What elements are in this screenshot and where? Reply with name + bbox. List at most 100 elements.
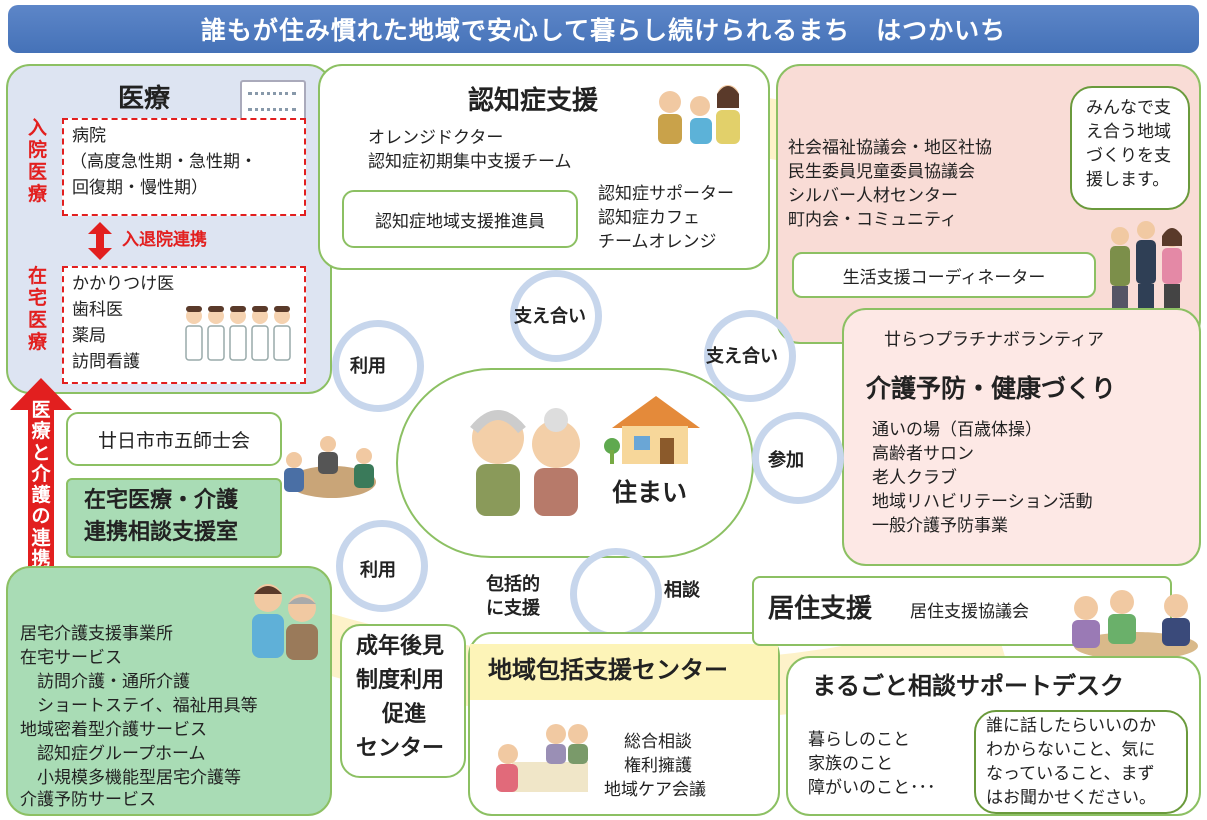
caregiver-icon xyxy=(244,578,324,662)
care-line-2: 訪問介護・通所介護 xyxy=(20,672,190,692)
housing-title: 居住支援 xyxy=(768,594,873,624)
counseling-icon xyxy=(492,718,596,798)
admission-link-label: 入退院連携 xyxy=(122,230,207,250)
home-line-2: 薬局 xyxy=(72,326,106,346)
home-care-room-line-1: 連携相談支援室 xyxy=(84,520,239,545)
home-care-room-line-0: 在宅医療・介護 xyxy=(84,488,239,513)
support-cycle-1-label: 支え合い xyxy=(514,306,586,327)
support-cycle-2-icon xyxy=(704,310,796,402)
hospital-line-2: 回復期・慢性期） xyxy=(72,178,208,198)
join-cycle-label: 参加 xyxy=(768,450,804,471)
dementia-line-0: オレンジドクター xyxy=(368,128,504,148)
guardian-line-0: 成年後見 xyxy=(356,634,445,659)
care-services-panel: 居宅介護支援事業所 在宅サービス 訪問介護・通所介護 ショートステイ、福祉用具等… xyxy=(6,566,332,816)
dementia-line-1: 認知症初期集中支援チーム xyxy=(368,152,572,172)
prevention-line-1: 高齢者サロン xyxy=(872,444,974,464)
marugoto-speech-bubble: 誰に話したらいいのか わからないこと、気に なっていること、まず はお聞かせくだ… xyxy=(974,710,1188,814)
dementia-title: 認知症支援 xyxy=(468,86,599,116)
prevention-line-0: 通いの場（百歳体操） xyxy=(872,420,1042,440)
home-medical-box: かかりつけ医 歯科医 薬局 訪問看護 xyxy=(62,266,306,384)
marugoto-bubble-2: なっていること、まず xyxy=(986,764,1155,784)
social-line-1: 民生委員児童委員協議会 xyxy=(788,162,975,182)
community-people-icon xyxy=(1106,216,1186,308)
medical-panel: 医療 入院医療 病院 （高度急性期・急性期・ 回復期・慢性期） 入退院連携 在宅… xyxy=(6,64,332,394)
care-line-7: 介護予防サービス xyxy=(20,790,156,810)
social-speech-bubble: みんなで支 え合う地域 づくりを支 援します。 xyxy=(1070,86,1190,210)
social-line-3: 町内会・コミュニティ xyxy=(788,210,957,230)
prevention-panel: 廿らつプラチナボランティア 介護予防・健康づくり 通いの場（百歳体操） 高齢者サ… xyxy=(842,308,1201,566)
coordinator-box: 生活支援コーディネーター xyxy=(792,252,1096,298)
hospital-line-1: （高度急性期・急性期・ xyxy=(70,152,257,172)
use-cycle-1-label: 利用 xyxy=(350,356,386,377)
marugoto-bubble-0: 誰に話したらいいのか xyxy=(986,716,1156,736)
hospital-line-0: 病院 xyxy=(72,126,106,146)
medical-care-link-label: 医療と介護の連携 xyxy=(31,399,51,570)
marugoto-line-1: 家族のこと xyxy=(808,754,893,774)
dementia-sub-1: 認知症カフェ xyxy=(598,208,700,228)
medical-staff-icon xyxy=(182,304,294,364)
shishikai-box: 廿日市市五師士会 xyxy=(66,412,282,466)
social-line-2: シルバー人材センター xyxy=(788,186,958,206)
home-medical-label: 在宅医療 xyxy=(28,265,48,353)
marugoto-title: まるごと相談サポートデスク xyxy=(812,672,1124,700)
use-cycle-2-icon xyxy=(336,520,428,612)
housing-council: 居住支援協議会 xyxy=(910,602,1029,622)
social-panel: 社会福祉協議会・地区社協 民生委員児童委員協議会 シルバー人材センター 町内会・… xyxy=(776,64,1201,344)
prevention-line-2: 老人クラブ xyxy=(872,468,957,488)
regional-line-0: 総合相談 xyxy=(624,732,692,752)
housing-people-icon xyxy=(1064,582,1200,666)
marugoto-panel: まるごと相談サポートデスク 暮らしのこと 家族のこと 障がいのこと･･･ 誰に話… xyxy=(786,656,1201,816)
hospital-box: 病院 （高度急性期・急性期・ 回復期・慢性期） xyxy=(62,118,306,216)
comprehensive-label-0: 包括的 xyxy=(486,574,540,595)
marugoto-line-2: 障がいのこと･･･ xyxy=(808,778,936,798)
regional-line-2: 地域ケア会議 xyxy=(604,780,706,800)
care-line-0: 居宅介護支援事業所 xyxy=(20,624,173,644)
dementia-promoter-label: 認知症地域支援推進員 xyxy=(375,211,545,232)
housing-panel: 居住支援 居住支援協議会 xyxy=(752,576,1172,646)
social-bubble-1: え合う地域 xyxy=(1086,122,1171,142)
care-line-5: 認知症グループホーム xyxy=(20,744,206,764)
home-line-1: 歯科医 xyxy=(72,300,123,320)
prevention-title: 介護予防・健康づくり xyxy=(866,374,1117,403)
family-icon xyxy=(654,80,746,144)
care-line-4: 地域密着型介護サービス xyxy=(20,720,207,740)
guardian-line-3: センター xyxy=(356,736,445,761)
dementia-sub-0: 認知症サポーター xyxy=(598,184,734,204)
use-cycle-1-icon xyxy=(332,320,424,412)
prevention-line-3: 地域リハビリテーション活動 xyxy=(872,492,1093,512)
marugoto-bubble-1: わからないこと、気に xyxy=(986,740,1156,760)
guardian-box: 成年後見 制度利用 促進 センター xyxy=(340,624,466,778)
care-line-3: ショートステイ、福祉用具等 xyxy=(20,696,258,716)
home-center: 住まい xyxy=(396,368,754,558)
inpatient-label: 入院医療 xyxy=(28,117,48,205)
care-line-6: 小規模多機能型居宅介護等 xyxy=(20,768,241,788)
page-title: 誰もが住み慣れた地域で安心して暮らし続けられるまち はつかいち xyxy=(8,5,1199,53)
use-cycle-2-label: 利用 xyxy=(360,560,396,581)
support-cycle-1-icon xyxy=(510,270,602,362)
elderly-couple-icon xyxy=(462,400,592,518)
home-label: 住まい xyxy=(612,478,688,507)
shishikai-label: 廿日市市五師士会 xyxy=(97,429,250,452)
marugoto-line-0: 暮らしのこと xyxy=(808,730,910,750)
social-bubble-3: 援します。 xyxy=(1086,170,1170,190)
meeting-icon xyxy=(276,430,386,506)
regional-center-title: 地域包括支援センター xyxy=(488,656,728,684)
dementia-panel: 認知症支援 オレンジドクター 認知症初期集中支援チーム 認知症地域支援推進員 認… xyxy=(318,64,770,270)
home-line-3: 訪問看護 xyxy=(72,352,140,372)
social-line-0: 社会福祉協議会・地区社協 xyxy=(788,138,992,158)
regional-center-panel: 地域包括支援センター 総合相談 権利擁護 地域ケア会議 xyxy=(468,632,780,816)
regional-center-title-band xyxy=(470,644,778,700)
medical-title: 医療 xyxy=(118,84,171,114)
social-bubble-0: みんなで支 xyxy=(1086,98,1171,118)
coordinator-label: 生活支援コーディネーター xyxy=(842,267,1046,288)
comprehensive-cycle-icon xyxy=(570,548,662,640)
house-icon xyxy=(604,394,700,464)
consult-label: 相談 xyxy=(664,580,700,601)
home-care-room-box: 在宅医療・介護 連携相談支援室 xyxy=(66,478,282,558)
support-cycle-2-label: 支え合い xyxy=(706,346,778,367)
volunteer-label: 廿らつプラチナボランティア xyxy=(884,330,1104,350)
social-bubble-2: づくりを支 xyxy=(1086,146,1171,166)
care-line-1: 在宅サービス xyxy=(20,648,122,668)
guardian-line-1: 制度利用 xyxy=(356,668,445,693)
regional-line-1: 権利擁護 xyxy=(624,756,692,776)
